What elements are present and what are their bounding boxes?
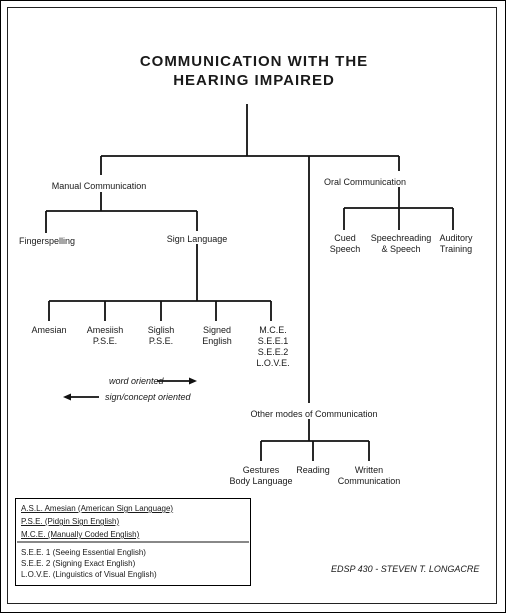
node-auditory-training: Auditory Training [439,233,472,255]
node-amesian: Amesian [31,325,66,336]
node-auditory-training-line2: Training [439,244,473,254]
credit-line: EDSP 430 - STEVEN T. LONGACRE [331,564,480,574]
node-gestures: Gestures Body Language [229,465,292,487]
node-gestures-line2: Body Language [229,476,293,486]
node-auditory-training-line1: Auditory [439,233,473,243]
legend-see1: S.E.E. 1 (Seeing Essential English) [21,548,146,557]
node-written-line1: Written [354,465,384,475]
node-gestures-line1: Gestures [242,465,280,475]
node-mce-line4: L.O.V.E. [256,358,290,368]
inner-frame [7,7,497,604]
node-other-modes: Other modes of Communication [250,409,378,419]
node-speechreading-line2: & Speech [381,244,421,254]
legend-love: L.O.V.E. (Linguistics of Visual English) [21,570,157,579]
legend-asl: A.S.L. Amesian (American Sign Language) [21,504,174,513]
node-fingerspelling: Fingerspelling [18,236,76,246]
node-mce-line3: S.E.E.2 [257,347,289,357]
node-oral-communication: Oral Communication [323,177,407,187]
node-reading: Reading [296,465,330,476]
node-mce-line2: S.E.E.1 [257,336,289,346]
arrow-left-head [63,393,71,401]
node-cued-speech-line1: Cued [334,233,356,243]
node-signed-english-line1: Signed [202,325,232,335]
legend-box [15,498,251,586]
node-speechreading: Speechreading & Speech [371,233,432,255]
label-sign-concept-oriented: sign/concept oriented [105,392,191,402]
node-speechreading-line1: Speechreading [370,233,432,243]
node-reading-line1: Reading [296,465,330,475]
node-sign-language: Sign Language [166,234,228,244]
legend-mce: M.C.E. (Manually Coded English) [21,530,140,539]
node-cued-speech: Cued Speech [330,233,361,255]
diagram-title-line2: HEARING IMPAIRED [173,72,335,89]
legend-see2: S.E.E. 2 (Signing Exact English) [21,559,136,568]
node-amesiish-line2: P.S.E. [92,336,118,346]
node-amesian-line1: Amesian [31,325,67,335]
node-amesiish: Amesiish P.S.E. [87,325,124,347]
node-mce: M.C.E. S.E.E.1 S.E.E.2 L.O.V.E. [256,325,289,369]
node-siglish: Siglish P.S.E. [148,325,175,347]
legend-pse: P.S.E. (Pidgin Sign English) [21,517,120,526]
node-signed-english: Signed English [202,325,232,347]
node-written-line2: Communication [337,476,401,486]
arrow-right-head [189,377,197,385]
node-siglish-line2: P.S.E. [148,336,174,346]
node-manual-communication: Manual Communication [51,181,147,191]
label-word-oriented: word oriented [109,376,164,386]
node-written-communication: Written Communication [338,465,401,487]
node-siglish-line1: Siglish [147,325,175,335]
diagram-title-line1: COMMUNICATION WITH THE [139,53,369,70]
node-signed-english-line2: English [202,336,232,346]
node-cued-speech-line2: Speech [329,244,361,254]
node-amesiish-line1: Amesiish [86,325,124,335]
node-mce-line1: M.C.E. [259,325,287,335]
